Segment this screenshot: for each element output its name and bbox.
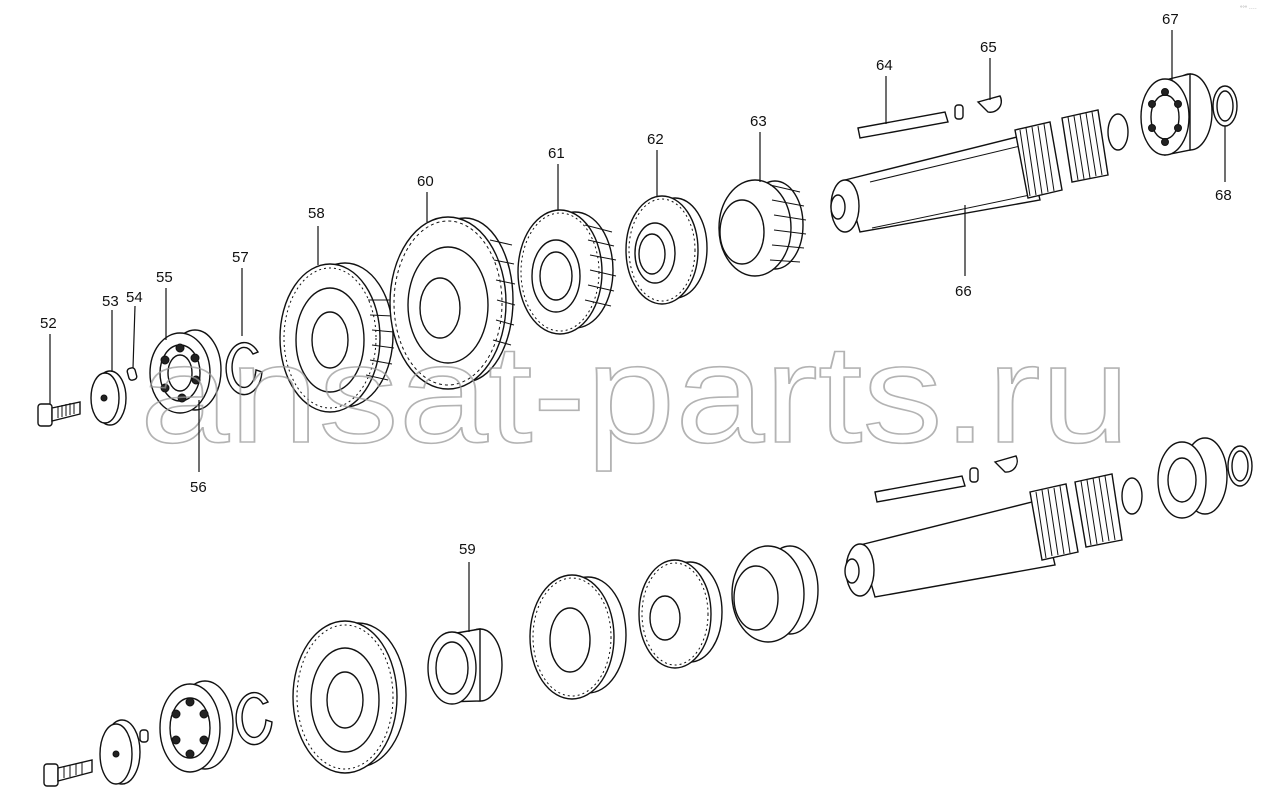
callout-68: 68 (1215, 187, 1232, 204)
lower-snap-ring (235, 691, 273, 746)
lower-shaft (844, 473, 1143, 598)
callout-60: 60 (417, 173, 434, 190)
callout-61: 61 (548, 145, 565, 162)
lower-bearing-right (1157, 437, 1228, 519)
callout-53: 53 (102, 293, 119, 310)
lower-key (874, 475, 966, 503)
upper-assembly (37, 73, 1238, 427)
part-gear-60 (389, 216, 516, 390)
lower-gear-a (529, 574, 627, 700)
callout-58: 58 (308, 205, 325, 222)
part-spacer-59 (427, 628, 503, 705)
lower-pin-small (969, 467, 979, 483)
callout-57: 57 (232, 249, 249, 266)
callout-54: 54 (126, 289, 143, 306)
part-gear-61 (517, 209, 617, 335)
callout-66: 66 (955, 283, 972, 300)
callout-56: 56 (190, 479, 207, 496)
callout-63: 63 (750, 113, 767, 130)
part-snap-ring-57 (225, 341, 263, 396)
lower-woodruff-key (993, 455, 1018, 473)
lower-washer (99, 719, 141, 785)
part-bearing-67 (1140, 73, 1213, 156)
part-pin-54 (126, 367, 138, 381)
part-key-64 (857, 111, 949, 139)
callouts: 52 53 54 55 56 57 58 59 60 61 62 63 64 6… (40, 11, 1232, 632)
callout-52: 52 (40, 315, 57, 332)
callout-62: 62 (647, 131, 664, 148)
part-gear-62 (625, 195, 708, 305)
part-washer-53 (90, 370, 127, 426)
part-shaft-66 (830, 109, 1129, 233)
lower-snap-ring-right (1227, 445, 1253, 487)
lower-bolt (43, 759, 93, 787)
callout-64: 64 (876, 57, 893, 74)
lower-assembly (43, 437, 1253, 787)
part-gear-58 (279, 262, 395, 413)
lower-gear-b (638, 559, 723, 669)
part-bearing-55 (149, 329, 222, 414)
callout-67: 67 (1162, 11, 1179, 28)
lower-gear-large (292, 620, 407, 774)
callout-55: 55 (156, 269, 173, 286)
callout-59: 59 (459, 541, 476, 558)
lower-gear-c (731, 545, 819, 643)
part-pin-woodruff-65 (954, 95, 1003, 120)
part-gear-63 (718, 179, 807, 277)
corner-mark: °°° ···· (1240, 6, 1257, 12)
lower-pin (139, 729, 149, 743)
watermark-text: ansat-parts.ru (140, 315, 1130, 472)
callout-65: 65 (980, 39, 997, 56)
lower-bearing (159, 680, 234, 773)
part-bolt-52 (37, 401, 81, 427)
part-snap-ring-68 (1212, 85, 1238, 127)
